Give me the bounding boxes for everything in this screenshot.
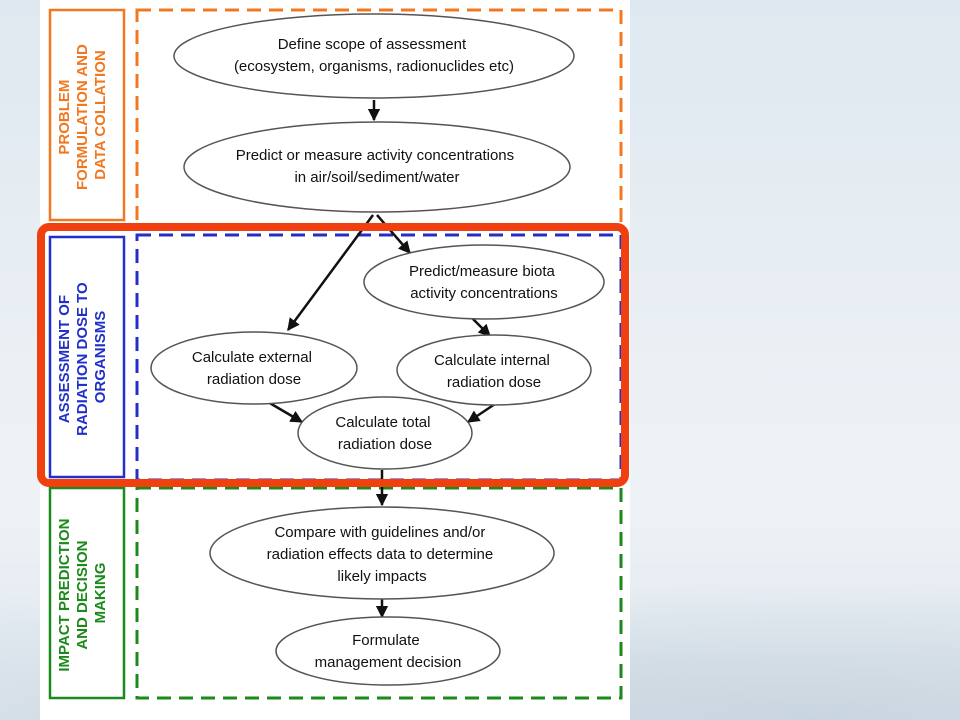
arrow-external-to-total [267,400,304,424]
stage-label-line: MAKING [92,563,109,624]
node-internal-dose [396,334,592,406]
stage-label-line: FORMULATION AND [74,44,91,190]
node-predict-activity-text: Predict or measure activity concentratio… [236,147,519,186]
stage-box-impact [48,486,126,700]
node-text-line: likely impacts [337,568,426,585]
node-text-line: Predict/measure biota [409,263,556,280]
node-predict-biota [363,244,605,320]
highlight-frame [37,223,629,487]
stage-label-line: ORGANISMS [92,311,109,404]
stage-label-problem: PROBLEM FORMULATION AND DATA COLLATION [56,40,109,190]
node-text-line: radiation dose [338,436,432,453]
node-text-line: radiation dose [447,374,541,391]
stage-label-line: AND DECISION [74,540,91,649]
node-total-dose [297,396,473,470]
node-text-line: Compare with guidelines and/or [274,524,485,541]
node-text-line: Calculate total [335,414,430,431]
node-text-line: radiation effects data to determine [267,546,494,563]
node-text-line: Predict or measure activity concentratio… [236,147,514,164]
node-text-line: Formulate [352,632,420,649]
stage-label-line: ASSESSMENT OF [56,295,73,423]
node-external-dose-text: Calculate external radiation dose [192,349,316,388]
node-management-decision-text: Formulate management decision [315,632,462,671]
stage-label-line: RADIATION DOSE TO [74,282,91,436]
node-predict-activity [183,121,571,213]
node-text-line: activity concentrations [410,285,558,302]
node-internal-dose-text: Calculate internal radiation dose [434,352,554,391]
stage-label-assessment: ASSESSMENT OF RADIATION DOSE TO ORGANISM… [56,278,109,436]
stage-label-line: IMPACT PREDICTION [56,519,73,672]
node-text-line: Calculate external [192,349,312,366]
node-total-dose-text: Calculate total radiation dose [335,414,434,453]
node-text-line: Define scope of assessment [278,36,467,53]
node-predict-biota-text: Predict/measure biota activity concentra… [409,263,559,302]
node-text-line: (ecosystem, organisms, radionuclides etc… [234,58,514,75]
stage-box-assessment [48,235,126,479]
node-define-scope [173,13,575,99]
arrow-activity-to-external [286,214,375,332]
stage-area-impact [135,486,623,700]
stage-label-line: PROBLEM [56,80,73,155]
arrow-activity-to-biota [376,214,411,254]
node-compare-guidelines [209,506,555,600]
node-define-scope-text: Define scope of assessment (ecosystem, o… [234,36,514,75]
node-text-line: in air/soil/sediment/water [294,169,459,186]
stage-label-impact: IMPACT PREDICTION AND DECISION MAKING [56,514,109,671]
node-compare-guidelines-text: Compare with guidelines and/or radiation… [267,524,498,585]
node-management-decision [275,616,501,686]
node-text-line: Calculate internal [434,352,550,369]
node-external-dose [150,331,358,405]
stage-area-problem [135,8,623,227]
stage-label-line: DATA COLLATION [92,50,109,179]
stage-box-problem [48,8,126,222]
node-text-line: management decision [315,654,462,671]
node-text-line: radiation dose [207,371,301,388]
arrow-biota-to-internal [471,317,491,337]
